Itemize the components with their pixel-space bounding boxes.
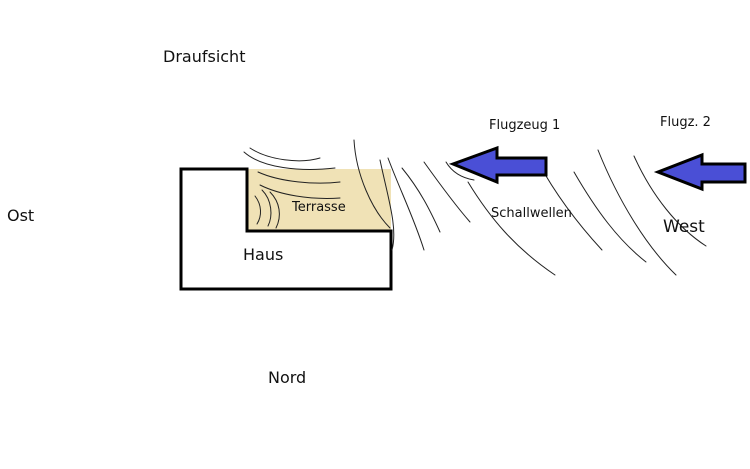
plane-2-label: Flugz. 2 — [660, 115, 711, 130]
terrace-label: Terrasse — [292, 200, 346, 215]
terrace-area — [247, 169, 391, 231]
sound-wave-line — [243, 151, 336, 170]
plane-2-arrow — [653, 152, 747, 192]
house-outline — [179, 167, 393, 291]
sound-wave-line — [597, 149, 677, 276]
sound-wave-line — [573, 171, 647, 263]
house-label: Haus — [243, 245, 284, 264]
sound-wave-line — [254, 195, 261, 225]
sound-wave-line — [353, 139, 391, 229]
sound-wave-line — [259, 184, 341, 199]
sound-wave-line — [269, 191, 280, 229]
sound-wave-line — [401, 167, 441, 233]
sound-wave-line — [249, 147, 321, 162]
sound-wave-line — [379, 159, 395, 251]
sound-wave-line — [423, 161, 471, 223]
sound-wave-line — [445, 161, 475, 181]
sound-wave-line — [633, 155, 707, 247]
east-label: Ost — [7, 206, 35, 225]
west-label: West — [663, 217, 705, 237]
sound-wave-line — [257, 171, 341, 184]
plane-1-arrow — [448, 145, 548, 185]
sound-waves-label: Schallwellen — [491, 206, 572, 221]
sound-wave-line — [467, 181, 556, 276]
sound-wave-line — [387, 157, 425, 251]
north-label: Nord — [268, 368, 307, 387]
plane-1-label: Flugzeug 1 — [489, 118, 561, 133]
sound-wave-line — [261, 189, 272, 227]
diagram-title: Draufsicht — [163, 47, 246, 66]
